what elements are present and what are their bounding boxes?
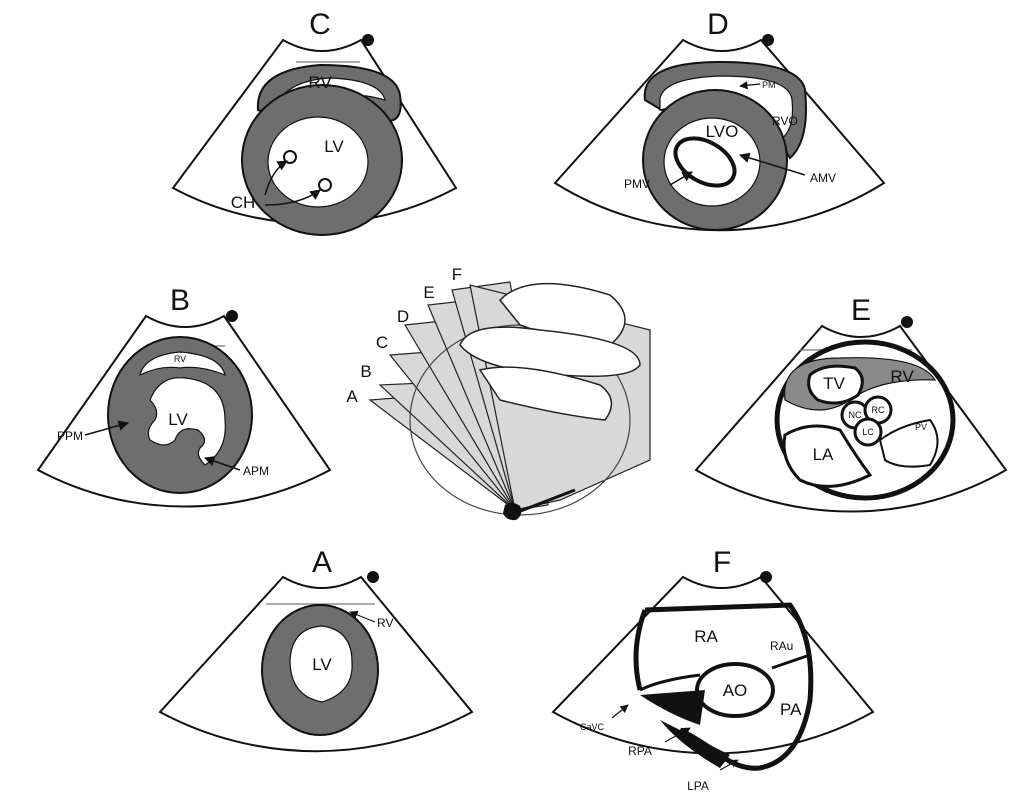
label-lvo: LVO [706,122,739,141]
panel-title: E [851,294,871,327]
panel-title: C [309,8,331,41]
transducer-dot-icon [226,310,238,322]
label-rpa: RPA [628,744,652,758]
plane-label-c: C [376,333,388,352]
label-pv: PV [915,422,927,432]
label-lv: LV [312,655,332,674]
panel-title: F [713,546,731,579]
label-rv: RV [174,354,186,364]
label-apm: APM [243,464,269,478]
plane-label-a: A [346,387,358,406]
plane-label-b: B [360,362,371,381]
label-ra: RA [694,627,718,646]
transducer-dot-icon [362,34,374,46]
label-rv: RV [890,367,914,386]
panel-e: E TV RV NC RC LC PV LA [696,294,1006,512]
label-pmv: PMV [624,177,650,191]
label-lv: LV [324,137,344,156]
label-ch: CH [231,193,256,212]
panel-title: A [312,546,332,579]
label-pa: PA [780,700,802,719]
label-ao: AO [723,681,748,700]
panel-f: F RA RAu AO PA CaVC RPA LPA [553,546,873,793]
label-lv: LV [168,410,188,429]
transducer-dot-icon [762,34,774,46]
panel-d: D PM RVO LVO PMV AMV [555,8,884,230]
panel-title: D [707,8,729,41]
label-lc: LC [862,427,874,437]
label-rv: RV [377,616,393,630]
label-lpa: LPA [687,779,709,793]
plane-label-d: D [397,307,409,326]
label-la: LA [813,445,834,464]
transducer-dot-icon [901,316,913,328]
panel-c: C RV LV CH [173,8,456,235]
center-schematic: A B C D E F [346,265,650,520]
label-rv: RV [308,73,332,92]
plane-label-f: F [452,265,462,284]
panel-b: B RV LV PPM APM [38,284,330,507]
panel-title: B [170,284,190,317]
transducer-dot-icon [760,571,772,583]
label-pm: PM [762,80,776,90]
label-nc: NC [849,410,862,420]
panel-a: A RV LV [160,546,472,751]
transducer-dot-icon [367,571,379,583]
label-amv: AMV [810,171,836,185]
label-rau: RAu [770,639,793,653]
label-tv: TV [823,374,845,393]
label-ppm: PPM [57,429,83,443]
label-rvo: RVO [772,114,798,128]
label-cavc: CaVC [580,722,605,732]
plane-label-e: E [423,283,434,302]
label-rc: RC [872,405,885,415]
